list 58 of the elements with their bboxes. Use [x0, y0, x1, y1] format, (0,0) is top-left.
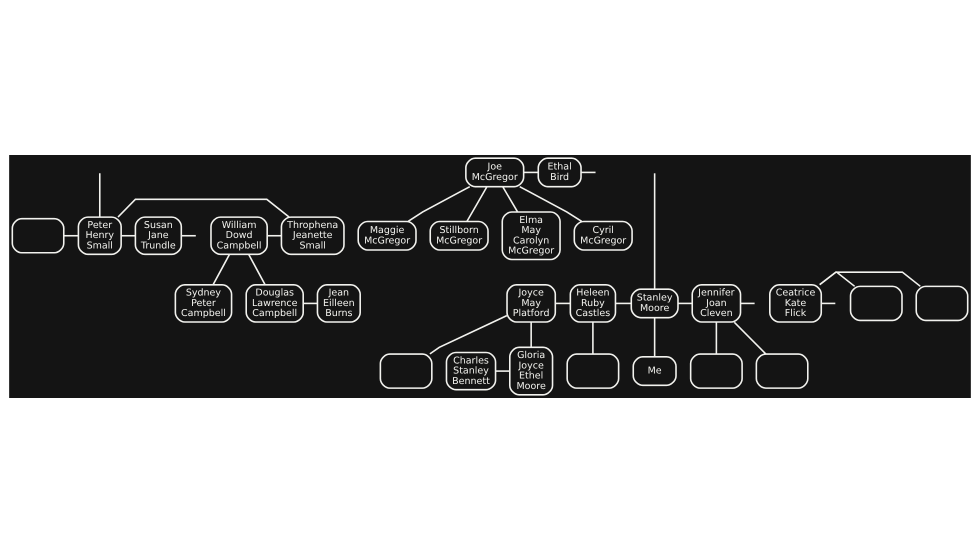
node-box: Throphena Jeanette Small: [280, 216, 345, 255]
node-box: Maggie McGregor: [357, 220, 417, 250]
connector: [117, 198, 290, 218]
node-box: Gloria Joyce Ethel Moore: [509, 346, 554, 396]
connector: [408, 185, 470, 222]
connector: [592, 322, 594, 354]
connector: [819, 270, 921, 286]
connector: [502, 186, 518, 212]
connector: [678, 302, 692, 304]
connector: [212, 254, 230, 285]
node-box: Me: [632, 356, 677, 386]
node-box: [690, 352, 743, 388]
connector: [654, 317, 656, 356]
connector: [524, 171, 539, 173]
connector: [519, 185, 582, 222]
connector: [716, 322, 718, 354]
connector: [822, 302, 836, 304]
connector: [248, 254, 266, 285]
connector: [555, 302, 570, 304]
connector: [181, 234, 196, 236]
node-box: Ceatrice Kate Flick: [769, 284, 822, 322]
node-box: Peter Henry Small: [78, 216, 122, 255]
node-box: Joyce May Platford: [506, 284, 556, 322]
connector: [303, 302, 318, 304]
node-box: [756, 352, 809, 388]
node-box: [566, 352, 620, 388]
node-box: Sydney Peter Campbell: [174, 284, 232, 322]
node-box: [915, 285, 968, 321]
connector: [121, 234, 136, 236]
node-box: Elma May Carolyn McGregor: [501, 210, 561, 260]
connector: [466, 186, 488, 222]
node-box: Susan Jane Trundle: [134, 216, 182, 255]
node-box: Stillborn McGregor: [429, 220, 489, 250]
connector: [64, 234, 78, 236]
node-box: [380, 352, 433, 388]
node-box: Joe McGregor: [465, 156, 524, 187]
node-box: [850, 285, 903, 321]
node-box: Jennifer Joan Cleven: [691, 284, 742, 322]
node-box: Cyril McGregor: [574, 220, 633, 250]
connector: [530, 322, 532, 347]
connector: [819, 270, 856, 286]
connector: [267, 234, 282, 236]
connector: [98, 172, 101, 216]
connector: [616, 302, 632, 304]
connector: [740, 302, 755, 304]
connector: [496, 370, 510, 372]
node-box: Douglas Lawrence Campbell: [245, 284, 304, 322]
node-box: Ethal Bird: [538, 156, 582, 187]
node-box: Heleen Ruby Castles: [570, 284, 616, 322]
connector: [734, 321, 766, 354]
connector: [429, 314, 508, 354]
connector: [654, 172, 656, 288]
node-box: Jean Eilleen Burns: [316, 284, 361, 322]
node-box: Charles Stanley Bennett: [446, 351, 496, 390]
node-box: Stanley Moore: [630, 288, 679, 318]
connector: [581, 171, 596, 173]
node-box: [12, 217, 65, 254]
node-box: William Dowd Campbell: [210, 216, 268, 255]
